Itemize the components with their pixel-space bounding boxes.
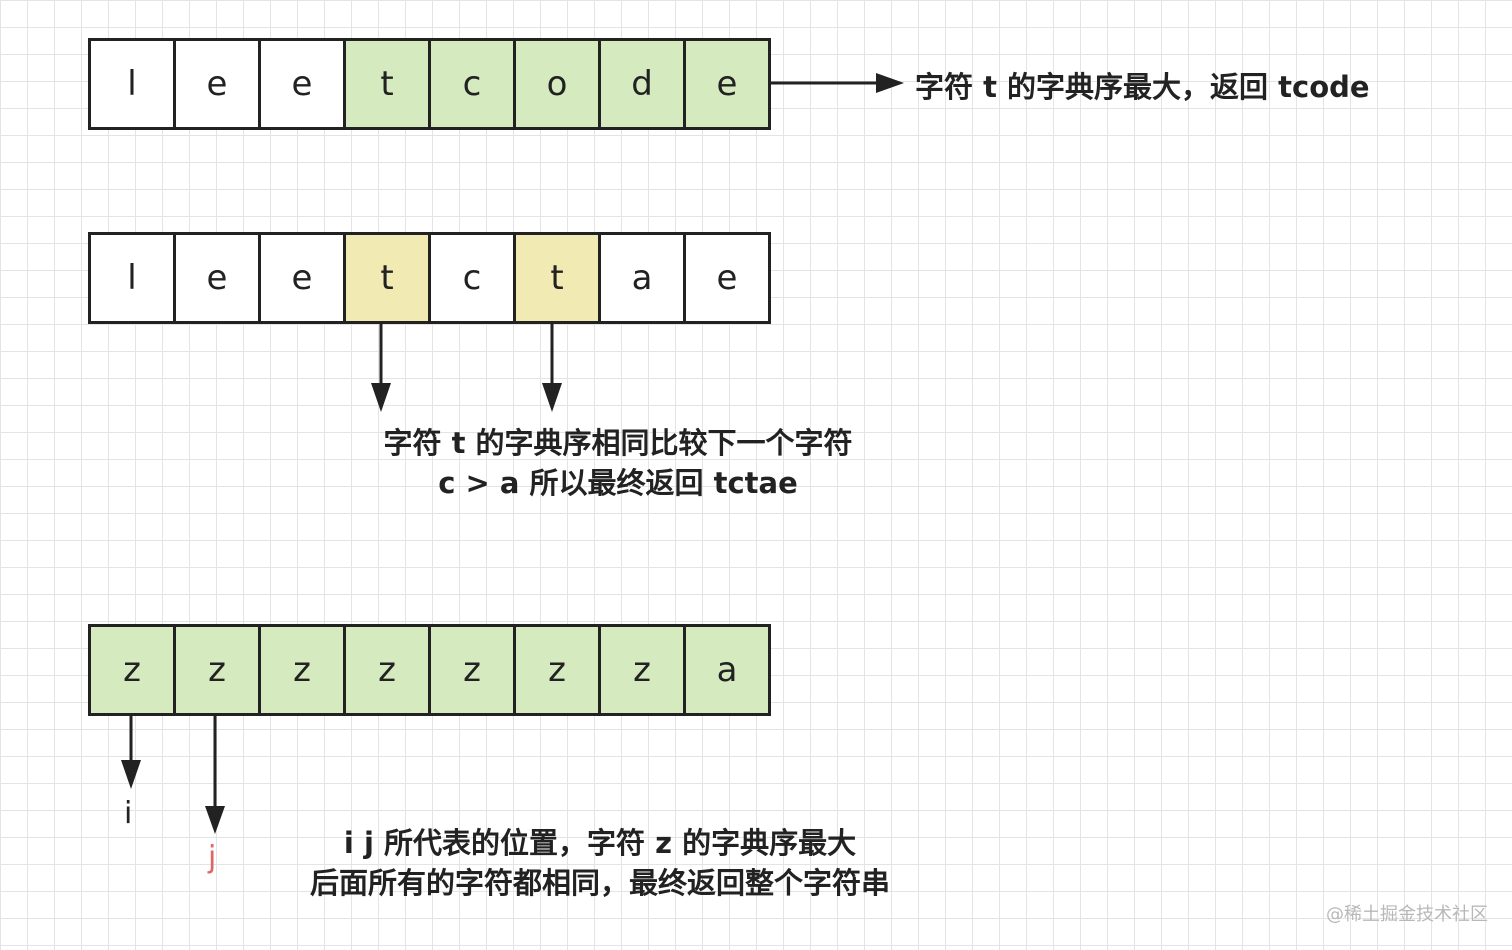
char-cell: d — [598, 38, 686, 130]
char-cell: e — [683, 232, 771, 324]
caption-row2-line2: c > a 所以最终返回 tctae — [438, 466, 798, 500]
char-cell: t — [343, 38, 431, 130]
char-cell: a — [598, 232, 686, 324]
arrowhead-row1 — [876, 73, 904, 93]
arrowhead-t1 — [371, 383, 391, 412]
pointer-i-label: i — [124, 796, 133, 831]
char-cell: e — [258, 232, 346, 324]
char-cell: c — [428, 232, 516, 324]
char-cell: z — [513, 624, 601, 716]
caption-row3-line1: i j 所代表的位置，字符 z 的字典序最大 — [343, 826, 857, 860]
char-cell: e — [173, 232, 261, 324]
caption-row1: 字符 t 的字典序最大，返回 tcode — [915, 70, 1370, 104]
pointer-j-label: j — [208, 840, 217, 875]
char-cell: z — [173, 624, 261, 716]
char-cell: l — [88, 232, 176, 324]
char-cell: t — [513, 232, 601, 324]
char-cell: z — [428, 624, 516, 716]
char-cell: c — [428, 38, 516, 130]
watermark: @稀土掘金技术社区 — [1326, 904, 1488, 925]
char-cell: t — [343, 232, 431, 324]
arrowhead-i — [121, 760, 141, 789]
char-cell: e — [258, 38, 346, 130]
caption-row3-line2: 后面所有的字符都相同，最终返回整个字符串 — [309, 866, 890, 900]
char-cell: o — [513, 38, 601, 130]
char-cell: a — [683, 624, 771, 716]
char-cell: e — [683, 38, 771, 130]
arrowhead-t2 — [542, 383, 562, 412]
char-cell: e — [173, 38, 261, 130]
char-cell: z — [258, 624, 346, 716]
char-cell: z — [343, 624, 431, 716]
arrowhead-j — [205, 806, 225, 834]
char-cell: l — [88, 38, 176, 130]
char-cell: z — [88, 624, 176, 716]
char-cell: z — [598, 624, 686, 716]
caption-row2-line1: 字符 t 的字典序相同比较下一个字符 — [383, 426, 853, 460]
